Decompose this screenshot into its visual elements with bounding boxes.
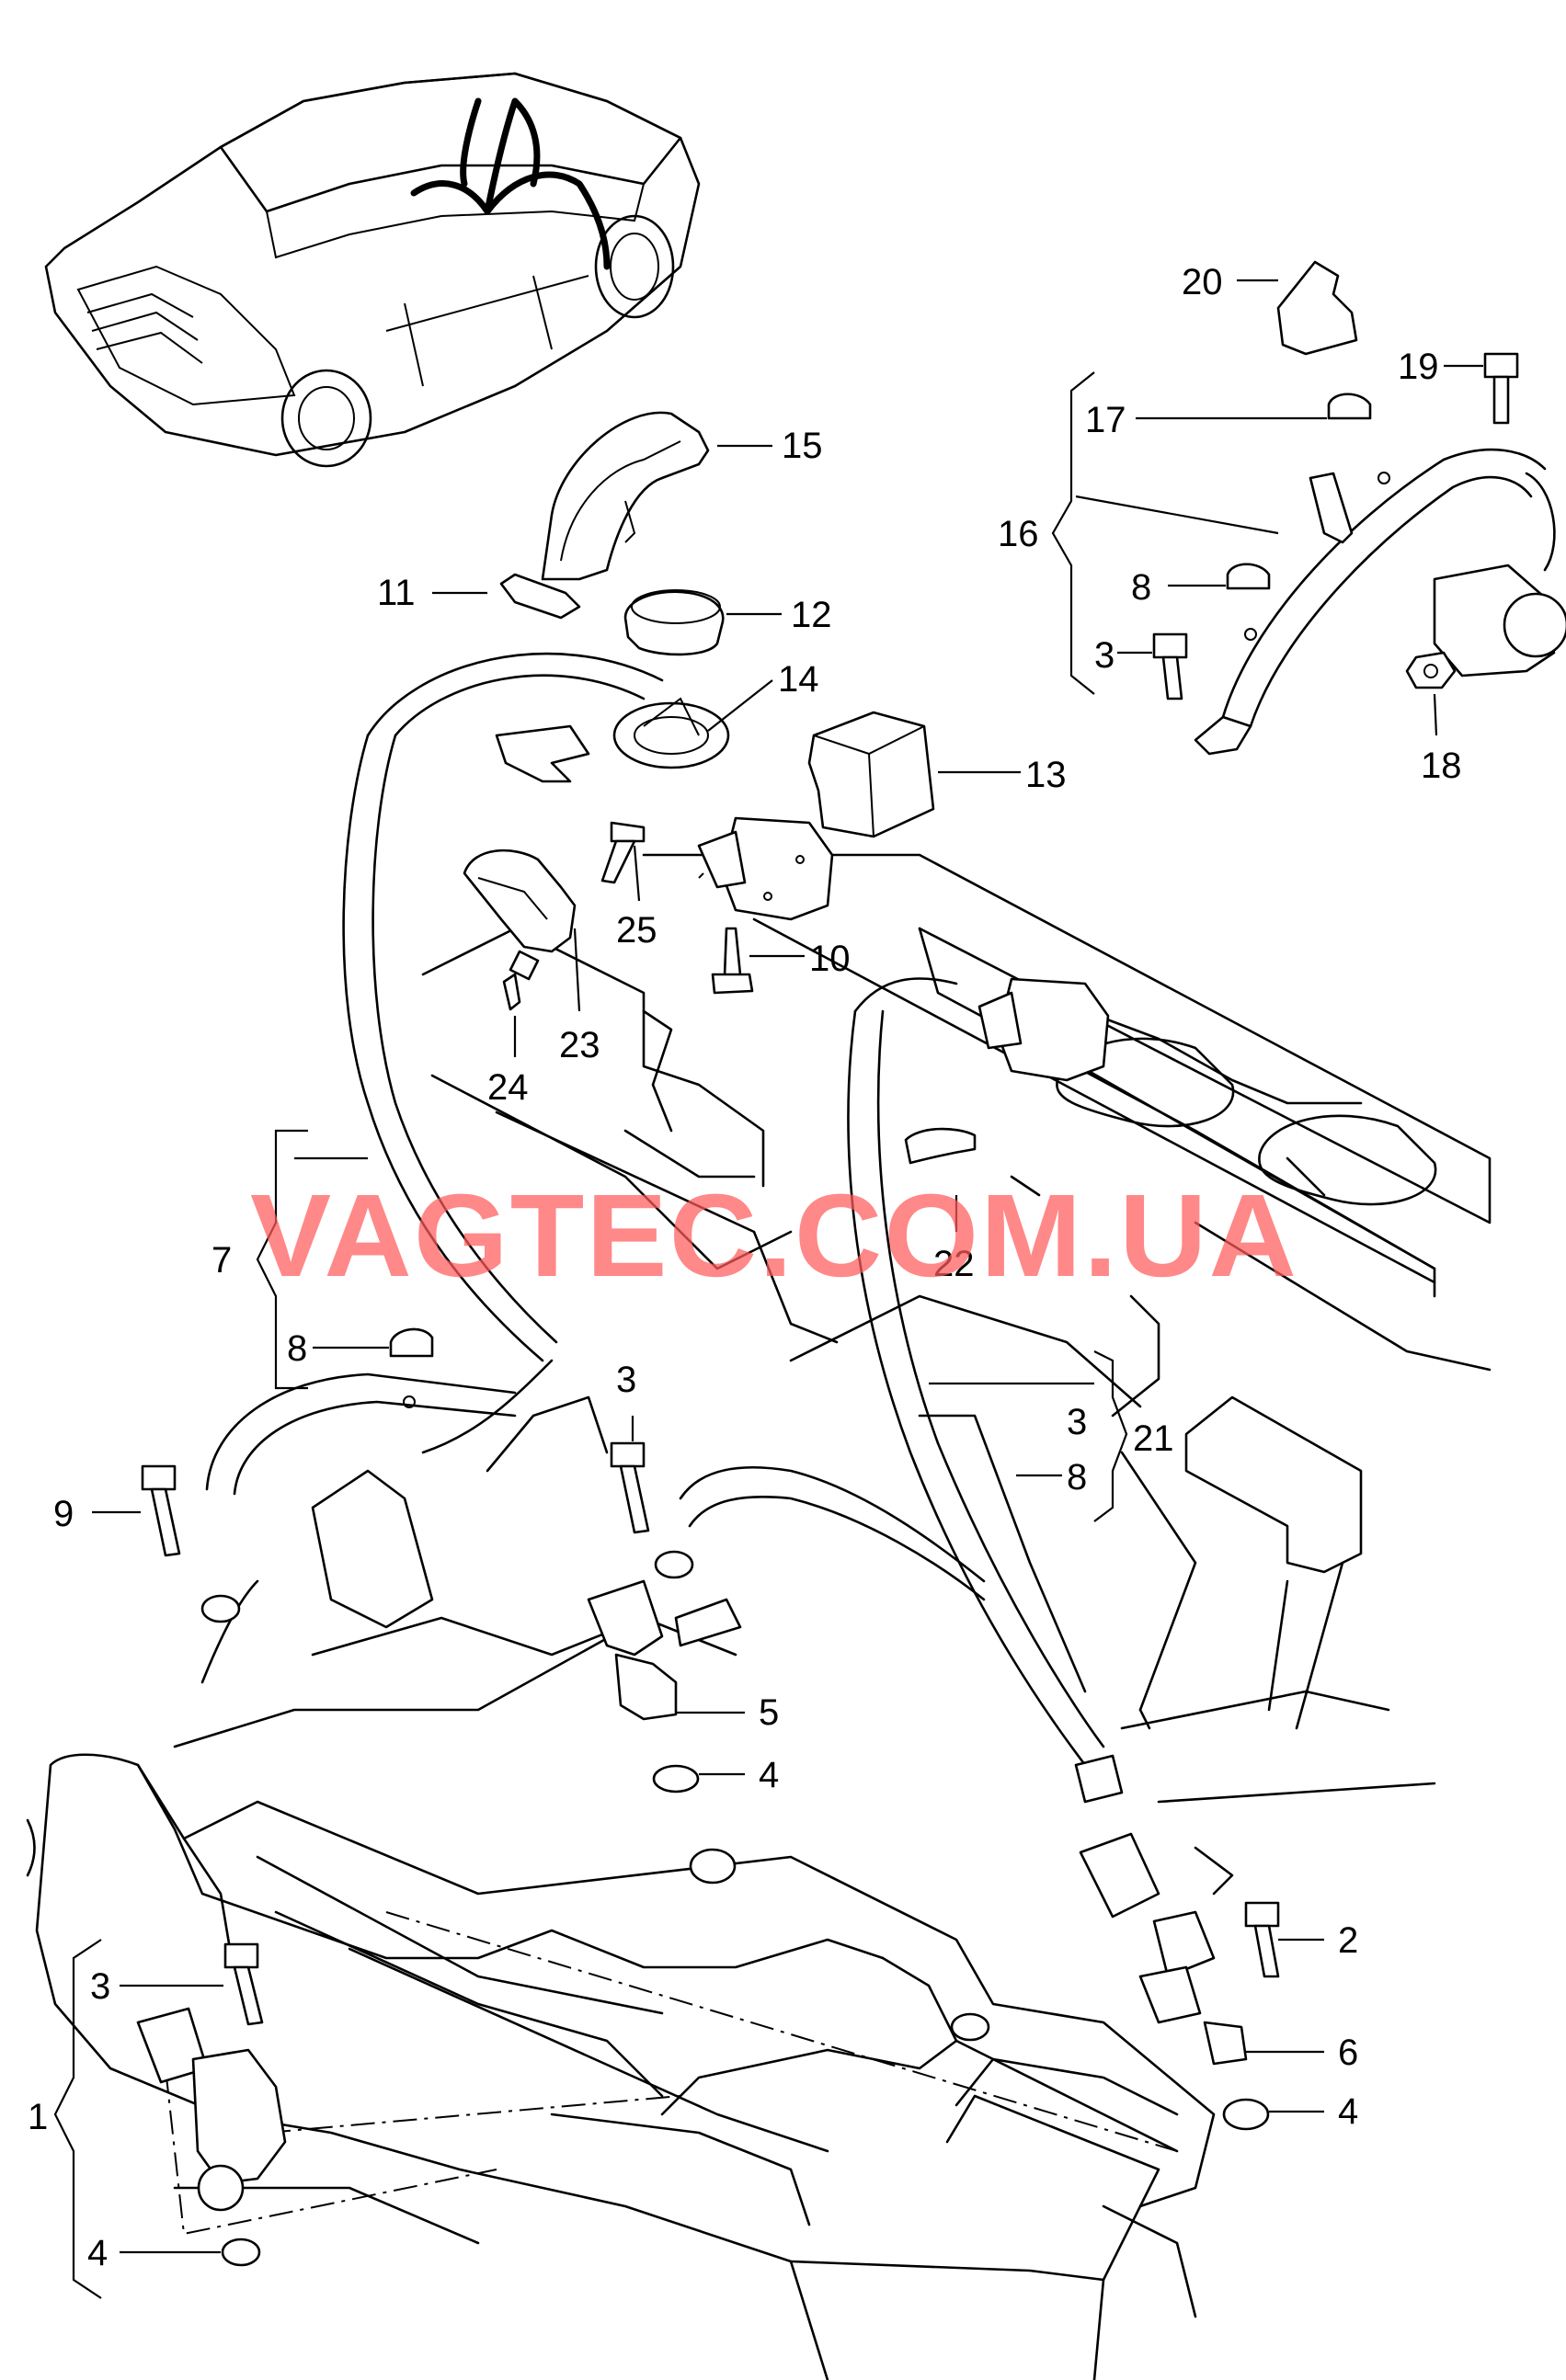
part-retractor-center xyxy=(977,977,1110,1082)
callout-3-right: 3 xyxy=(1094,635,1114,676)
part-16-belt-assembly xyxy=(1194,448,1566,756)
leader-lines xyxy=(53,279,1483,2299)
part-15-cover xyxy=(541,411,710,581)
part-21-belt-tongue xyxy=(1074,1754,1216,1978)
callout-11: 11 xyxy=(377,573,416,613)
callout-20: 20 xyxy=(1182,262,1223,302)
callout-21: 21 xyxy=(1133,1418,1174,1459)
seat-belt-webbing xyxy=(205,652,1105,1767)
callout-8-21: 8 xyxy=(1067,1457,1087,1497)
callout-14: 14 xyxy=(778,659,819,700)
part-retractor-front xyxy=(697,816,834,921)
part-24-pin xyxy=(502,950,540,1011)
part-20-cover xyxy=(1276,260,1358,356)
part-25-screw xyxy=(600,821,646,884)
part-17-plug xyxy=(1327,393,1390,484)
part-6-buckle xyxy=(1138,1965,1248,2066)
callout-1: 1 xyxy=(28,2097,48,2137)
watermark-text: VAGTEC.COM.UA xyxy=(250,1170,1298,1302)
callout-3-left: 3 xyxy=(90,1966,110,2007)
part-14-belt-guide xyxy=(495,697,730,783)
part-4-washer-right xyxy=(950,2012,1270,2131)
part-23-bracket xyxy=(463,848,577,953)
callout-9: 9 xyxy=(53,1494,74,1534)
part-10-bolt xyxy=(711,927,754,995)
part-11-clip xyxy=(499,573,581,620)
callout-13: 13 xyxy=(1025,755,1067,795)
callout-3-center: 3 xyxy=(616,1360,636,1400)
part-3-bolt-center xyxy=(610,1441,694,1579)
callout-6: 6 xyxy=(1338,2033,1358,2073)
callout-18: 18 xyxy=(1421,746,1462,786)
callout-4-left: 4 xyxy=(87,2233,108,2273)
callout-8-left: 8 xyxy=(287,1328,307,1369)
part-5-buckle xyxy=(587,1579,742,1721)
callout-4-right: 4 xyxy=(1338,2091,1358,2132)
rear-shelf-structure xyxy=(26,853,1492,2380)
callout-25: 25 xyxy=(616,910,657,951)
callout-12: 12 xyxy=(791,595,832,635)
callout-16: 16 xyxy=(998,514,1039,554)
part-13-foam-cover xyxy=(807,711,935,838)
part-8-plug-right xyxy=(1226,563,1271,641)
part-12-cap xyxy=(623,589,725,656)
callout-3-21: 3 xyxy=(1067,1402,1087,1442)
part-4-washer-left xyxy=(221,2238,261,2267)
car-overview-illustration xyxy=(44,72,701,468)
callout-8-right: 8 xyxy=(1131,567,1151,608)
part-9-bolt xyxy=(141,1464,241,1623)
part-3-bolt-left xyxy=(223,1942,264,2026)
callout-22: 22 xyxy=(933,1244,975,1284)
callout-19: 19 xyxy=(1398,347,1439,387)
part-2-bolt xyxy=(1244,1901,1280,1978)
callout-4-center: 4 xyxy=(759,1755,779,1795)
callout-5: 5 xyxy=(759,1692,779,1733)
callout-10: 10 xyxy=(809,939,851,979)
callout-2: 2 xyxy=(1338,1920,1358,1961)
callout-23: 23 xyxy=(559,1025,600,1065)
callout-17: 17 xyxy=(1085,400,1126,440)
part-4-washer-center xyxy=(652,1764,737,1885)
part-18-nut xyxy=(1405,651,1457,689)
part-3-bolt-right-top xyxy=(1152,632,1188,700)
callout-labels: 15 11 12 14 13 10 25 23 24 20 19 17 16 8… xyxy=(28,262,1462,2273)
callout-7: 7 xyxy=(211,1240,232,1281)
part-8-plug-left xyxy=(389,1327,434,1408)
part-22-cover xyxy=(904,1127,977,1165)
part-19-bolt xyxy=(1483,352,1519,425)
callout-24: 24 xyxy=(487,1067,529,1108)
part-1-buckle-assembly xyxy=(136,2007,287,2212)
callout-15: 15 xyxy=(782,426,823,466)
